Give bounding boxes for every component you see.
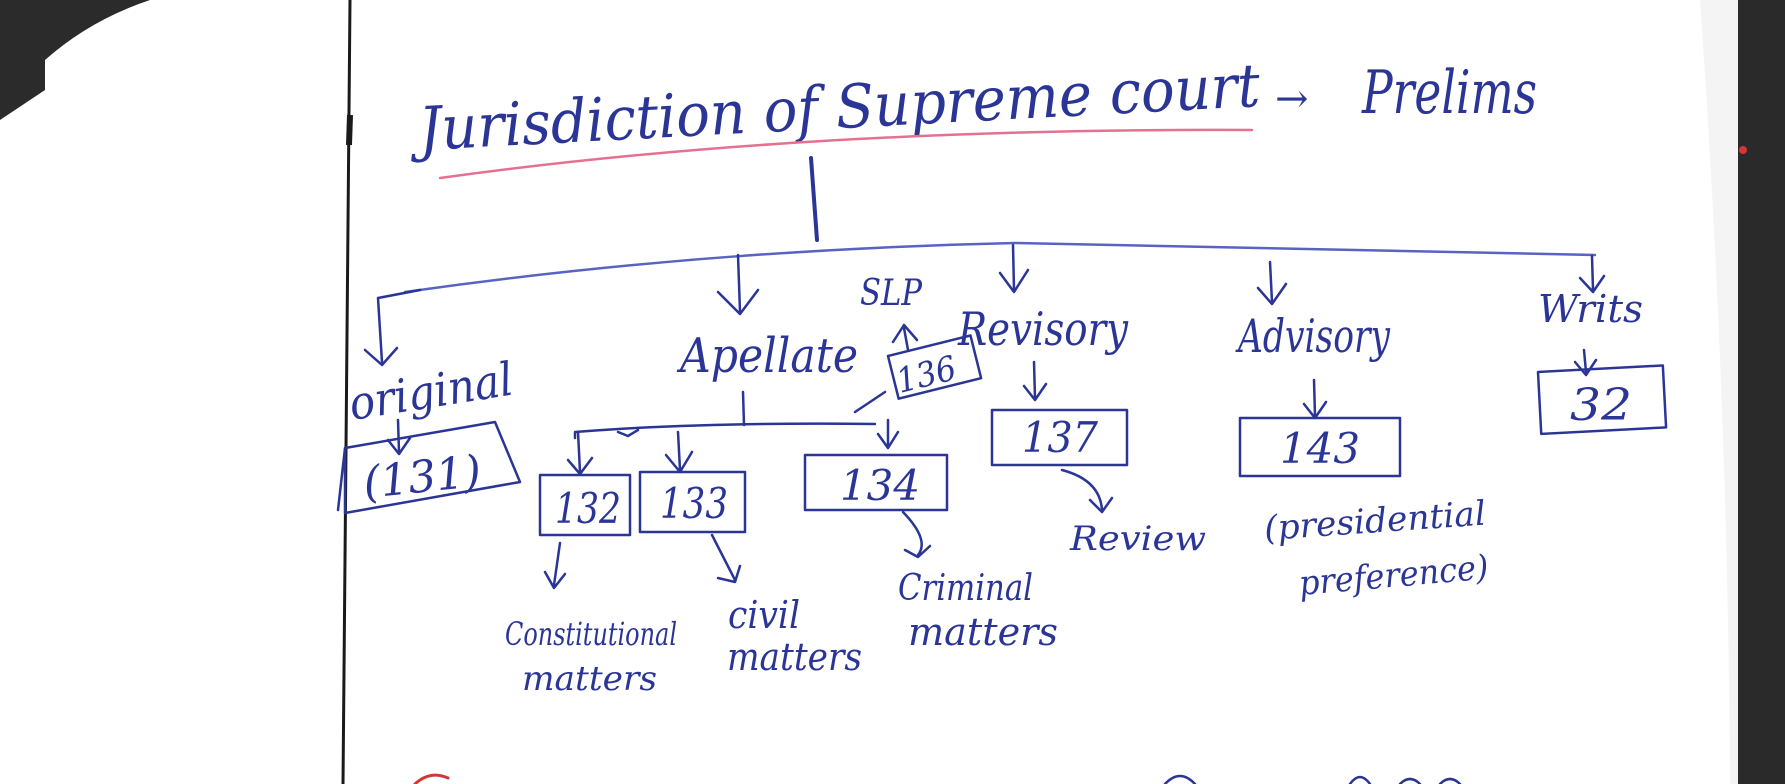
writs-arrow	[1573, 348, 1598, 377]
slp-arrow	[891, 323, 919, 352]
article-134: 134	[840, 461, 920, 510]
original-label: original	[345, 352, 516, 431]
original-hook	[376, 288, 422, 364]
title-text: Jurisdiction of Supreme court	[407, 51, 1263, 166]
article-132: 132	[555, 484, 621, 533]
title-arrow: →	[1275, 76, 1309, 122]
article-136: 136	[893, 348, 961, 401]
article-134-box	[803, 453, 949, 512]
article-143-box	[1238, 416, 1402, 478]
revisory-label: Revisory	[957, 302, 1129, 356]
appellate-subtree	[566, 390, 900, 476]
right-dark-strip	[1738, 0, 1785, 784]
article-32-box	[1536, 364, 1668, 436]
review-note: Review	[1069, 519, 1206, 559]
appellate-label: Apellate	[676, 328, 858, 384]
advisory-arrow	[1302, 378, 1328, 420]
article-133: 133	[660, 479, 728, 528]
article-132-box	[538, 473, 632, 537]
appellate-note-arrows	[543, 510, 932, 590]
review-arrow	[1060, 468, 1114, 514]
note-132-line2: matters	[522, 659, 657, 699]
note-134-line2: matters	[908, 610, 1058, 654]
original-box	[336, 420, 522, 515]
note-133-line1: civil	[728, 593, 800, 637]
main-branch-line	[403, 241, 1597, 294]
article-32: 32	[1570, 380, 1632, 431]
original-article: (131)	[361, 446, 484, 509]
revisory-arrow	[1022, 360, 1048, 402]
article-133-box	[638, 470, 747, 534]
page-left-notch	[346, 114, 353, 146]
title-suffix: Prelims	[1361, 58, 1537, 128]
writs-label: Writs	[1538, 287, 1643, 331]
right-page-edge	[1700, 0, 1738, 784]
trunk-line	[809, 156, 819, 242]
bottom-doodle-red	[413, 773, 450, 784]
article-137: 137	[1022, 413, 1098, 462]
note-133-line2: matters	[727, 635, 862, 679]
note-132-line1: Constitutional	[505, 615, 677, 653]
article-143: 143	[1280, 424, 1360, 473]
article-136-box	[886, 334, 983, 400]
dark-corner	[0, 0, 150, 120]
note-134-line1: Criminal	[898, 568, 1033, 609]
bottom-doodle-blue	[1163, 774, 1462, 784]
advisory-note-line1: (presidential	[1263, 494, 1487, 549]
advisory-label: Advisory	[1235, 309, 1391, 363]
branch-arrows	[363, 243, 1606, 367]
advisory-note-line2: preference)	[1297, 548, 1490, 604]
article-137-box	[990, 408, 1129, 467]
slp-label: SLP	[860, 273, 923, 314]
original-arrow	[386, 418, 412, 456]
accent-dot	[1739, 146, 1747, 154]
title-underline	[438, 128, 1254, 180]
